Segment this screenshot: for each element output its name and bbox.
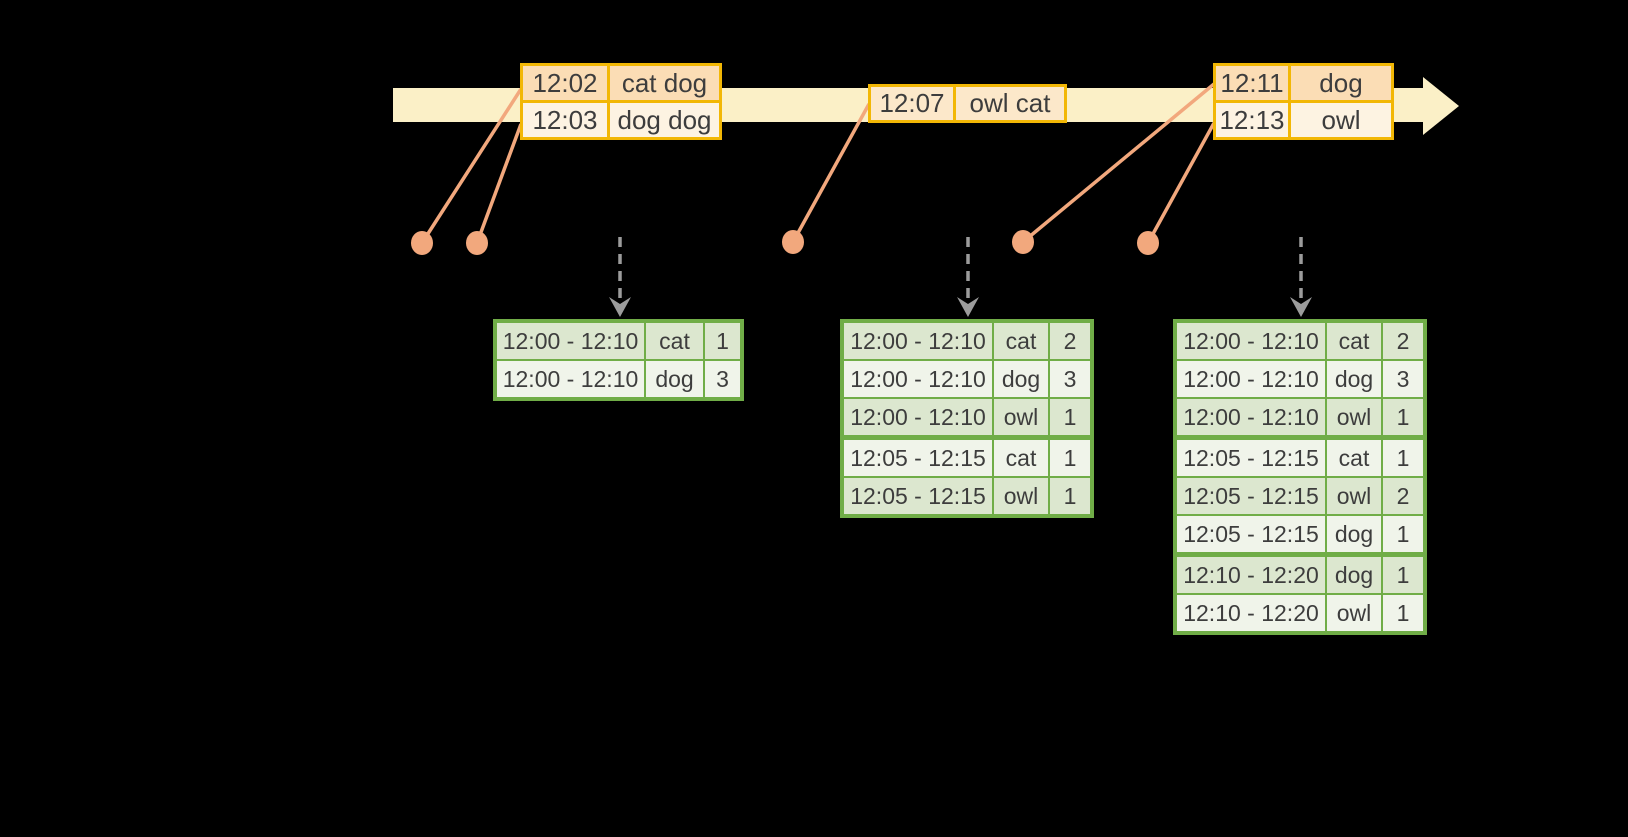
event-words-cell: owl [1288, 103, 1391, 137]
table-row: 12:05 - 12:15 owl 1 [844, 476, 1090, 514]
record-marker-dots [411, 230, 1159, 255]
event-time-cell: 12:07 [879, 88, 945, 118]
count-cell: 2 [1048, 323, 1090, 359]
word-cell: cat [1325, 440, 1381, 476]
window-cell: 12:00 - 12:10 [850, 327, 986, 354]
window-cell: 12:05 - 12:15 [850, 444, 986, 471]
word-cell: owl [992, 478, 1048, 514]
table-row: 12:00 - 12:10 cat 1 [497, 323, 740, 359]
word-cell: owl [992, 399, 1048, 435]
event-table-2: 12:07 owl cat [868, 84, 1067, 123]
window-cell: 12:05 - 12:15 [1183, 444, 1319, 471]
table-row: 12:00 - 12:10 dog 3 [844, 359, 1090, 397]
record-dot-icon [411, 231, 433, 255]
table-row: 12:00 - 12:10 cat 2 [844, 323, 1090, 359]
count-cell: 1 [1381, 595, 1423, 631]
count-cell: 3 [1381, 361, 1423, 397]
word-cell: owl [1325, 595, 1381, 631]
event-words-cell: owl cat [953, 87, 1064, 120]
timeline-arrowhead-icon [1423, 77, 1459, 135]
event-row: 12:02 cat dog [523, 66, 719, 100]
window-cell: 12:10 - 12:20 [1183, 599, 1319, 626]
word-cell: owl [1325, 478, 1381, 514]
table-row: 12:00 - 12:10 owl 1 [844, 397, 1090, 435]
count-cell: 1 [1381, 516, 1423, 552]
table-row: 12:00 - 12:10 dog 3 [497, 359, 740, 397]
window-cell: 12:05 - 12:15 [850, 482, 986, 509]
event-connector-lines [420, 82, 1216, 244]
count-cell: 1 [1048, 399, 1090, 435]
window-cell: 12:10 - 12:20 [1183, 561, 1319, 588]
record-dot-icon [1137, 231, 1159, 255]
word-cell: dog [1325, 516, 1381, 552]
event-row: 12:03 dog dog [523, 100, 719, 137]
arrow-down-icon [1290, 297, 1312, 317]
record-dot-icon [466, 231, 488, 255]
word-cell: cat [992, 323, 1048, 359]
event-table-3: 12:11 dog 12:13 owl [1213, 63, 1394, 140]
word-cell: cat [1325, 323, 1381, 359]
word-cell: dog [992, 361, 1048, 397]
count-cell: 1 [1381, 557, 1423, 593]
window-cell: 12:00 - 12:10 [850, 365, 986, 392]
table-row: 12:05 - 12:15 owl 2 [1177, 476, 1423, 514]
trigger-arrow-shafts [618, 237, 1303, 300]
event-row: 12:07 owl cat [871, 87, 1064, 120]
word-cell: owl [1325, 399, 1381, 435]
event-words-cell: dog [1288, 66, 1391, 100]
table-row: 12:05 - 12:15 dog 1 [1177, 514, 1423, 552]
word-cell: dog [644, 361, 703, 397]
window-cell: 12:00 - 12:10 [502, 327, 639, 354]
event-time-cell: 12:02 [532, 67, 598, 98]
word-cell: dog [1325, 557, 1381, 593]
count-cell: 1 [1381, 399, 1423, 435]
event-time-cell: 12:13 [1219, 104, 1285, 135]
window-cell: 12:05 - 12:15 [1183, 520, 1319, 547]
count-cell: 3 [703, 361, 740, 397]
event-row: 12:11 dog [1216, 66, 1391, 100]
result-table-3: 12:00 - 12:10 cat 2 12:00 - 12:10 dog 3 … [1173, 319, 1427, 635]
trigger-arrow-heads [609, 297, 1312, 317]
word-cell: cat [992, 440, 1048, 476]
record-dot-icon [1012, 230, 1034, 254]
record-dot-icon [782, 230, 804, 254]
table-row: 12:10 - 12:20 dog 1 [1177, 552, 1423, 593]
result-table-1: 12:00 - 12:10 cat 1 12:00 - 12:10 dog 3 [493, 319, 744, 401]
count-cell: 1 [1048, 478, 1090, 514]
table-row: 12:00 - 12:10 cat 2 [1177, 323, 1423, 359]
event-table-1: 12:02 cat dog 12:03 dog dog [520, 63, 722, 140]
count-cell: 1 [1381, 440, 1423, 476]
word-cell: dog [1325, 361, 1381, 397]
table-row: 12:00 - 12:10 dog 3 [1177, 359, 1423, 397]
window-cell: 12:05 - 12:15 [1183, 482, 1319, 509]
window-cell: 12:00 - 12:10 [1183, 403, 1319, 430]
word-cell: cat [644, 323, 703, 359]
table-row: 12:00 - 12:10 owl 1 [1177, 397, 1423, 435]
arrow-down-icon [957, 297, 979, 317]
count-cell: 1 [1048, 440, 1090, 476]
window-cell: 12:00 - 12:10 [1183, 365, 1319, 392]
event-row: 12:13 owl [1216, 100, 1391, 137]
count-cell: 2 [1381, 478, 1423, 514]
event-time-cell: 12:03 [532, 104, 598, 135]
event-words-cell: cat dog [607, 66, 719, 100]
window-cell: 12:00 - 12:10 [502, 365, 639, 392]
result-table-2: 12:00 - 12:10 cat 2 12:00 - 12:10 dog 3 … [840, 319, 1094, 518]
window-cell: 12:00 - 12:10 [850, 403, 986, 430]
count-cell: 3 [1048, 361, 1090, 397]
table-row: 12:10 - 12:20 owl 1 [1177, 593, 1423, 631]
table-row: 12:05 - 12:15 cat 1 [844, 435, 1090, 476]
count-cell: 2 [1381, 323, 1423, 359]
count-cell: 1 [703, 323, 740, 359]
event-time-cell: 12:11 [1220, 67, 1284, 98]
event-words-cell: dog dog [607, 103, 719, 137]
window-cell: 12:00 - 12:10 [1183, 327, 1319, 354]
arrow-down-icon [609, 297, 631, 317]
table-row: 12:05 - 12:15 cat 1 [1177, 435, 1423, 476]
